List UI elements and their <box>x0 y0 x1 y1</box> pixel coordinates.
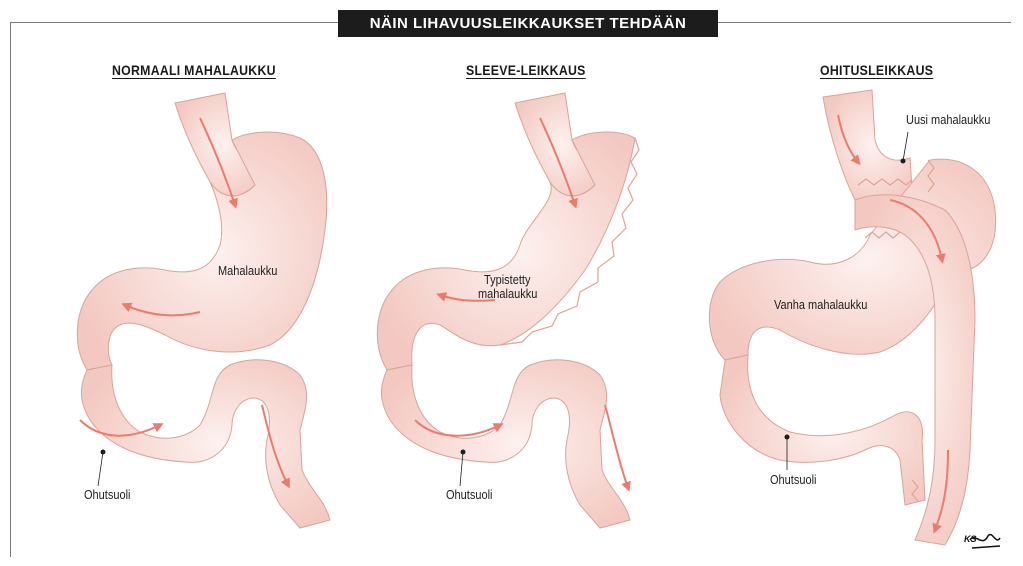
intestine-shape <box>81 360 330 528</box>
label-reduced-stomach-line1: Typistetty <box>484 273 530 287</box>
label-intestine: Ohutsuoli <box>84 488 130 502</box>
label-stomach: Mahalaukku <box>218 264 277 278</box>
label-reduced-stomach-line2: mahalaukku <box>478 287 537 301</box>
new-stomach-shape <box>823 90 912 200</box>
heading-bypass: OHITUSLEIKKAUS <box>820 62 933 78</box>
panel-normal-stomach <box>77 93 330 528</box>
panel-bypass <box>709 90 995 545</box>
artist-credit: KS <box>964 534 977 544</box>
heading-sleeve: SLEEVE-LEIKKAUS <box>466 62 586 78</box>
label-old-stomach: Vanha mahalaukku <box>774 298 867 312</box>
sleeve-stomach-shape <box>377 132 635 370</box>
panel-sleeve <box>377 93 639 528</box>
label-intestine: Ohutsuoli <box>446 488 492 502</box>
label-new-stomach: Uusi mahalaukku <box>906 113 990 127</box>
intestine-shape <box>720 355 925 505</box>
intestine-shape <box>381 360 630 528</box>
heading-normal-stomach: NORMAALI MAHALAUKKU <box>112 62 276 78</box>
label-intestine: Ohutsuoli <box>770 473 816 487</box>
